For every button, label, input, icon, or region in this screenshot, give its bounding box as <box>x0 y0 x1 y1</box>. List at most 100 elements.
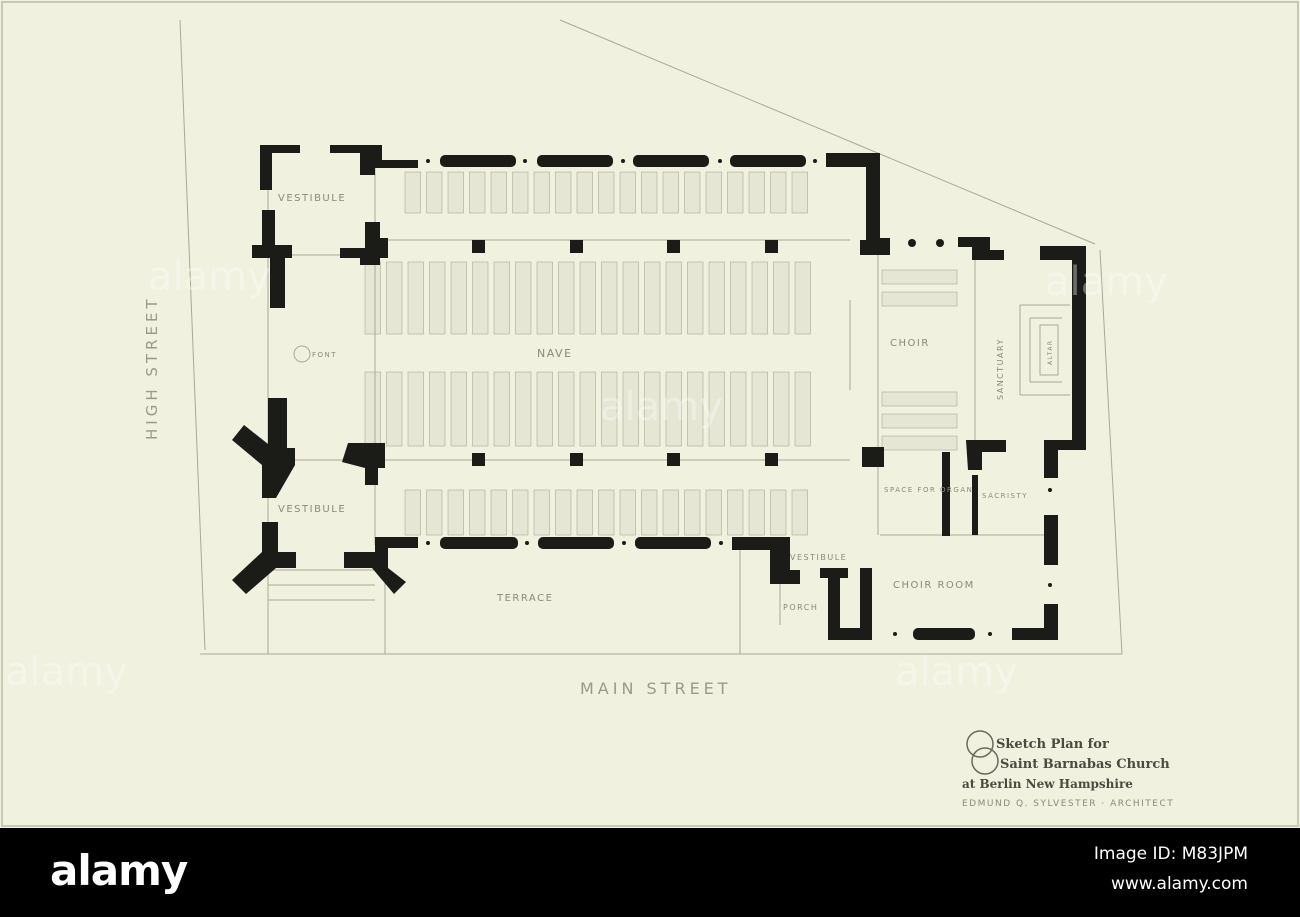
pew <box>364 261 381 335</box>
pew <box>684 171 701 214</box>
pew <box>472 261 489 335</box>
pew <box>644 261 661 335</box>
pew <box>450 261 467 335</box>
pew <box>407 371 424 447</box>
pew <box>727 489 744 536</box>
title-block: Sketch Plan for Saint Barnabas Church at… <box>962 730 1174 809</box>
pew <box>601 371 618 447</box>
pew <box>555 489 572 536</box>
label-porch: PORCH <box>783 603 818 612</box>
pew <box>493 261 510 335</box>
pew <box>512 489 529 536</box>
label-sacristy: SACRISTY <box>982 492 1028 500</box>
choir-stall <box>881 391 958 407</box>
window-marks <box>426 159 1081 636</box>
watermarks: alamy alamy alamy alamy alamy <box>5 254 1168 695</box>
watermark: alamy <box>148 254 271 300</box>
pew <box>770 489 787 536</box>
pew <box>641 489 658 536</box>
pew <box>751 371 768 447</box>
title-credit: EDMUND Q. SYLVESTER · ARCHITECT <box>962 799 1174 809</box>
watermark: alamy <box>1045 259 1168 305</box>
label-vestibule-south: VESTIBULE <box>278 504 346 515</box>
street-label-left: HIGH STREET <box>143 295 161 440</box>
footer-bar: alamy Image ID: M83JPM www.alamy.com <box>0 828 1300 917</box>
pew <box>579 261 596 335</box>
floor-plan: VESTIBULE VESTIBULE FONT NAVE CHOIR SANC… <box>1 1 1299 827</box>
choir-stall <box>881 291 958 307</box>
watermark: alamy <box>895 649 1018 695</box>
pew <box>748 489 765 536</box>
label-font: FONT <box>312 351 337 359</box>
pew <box>662 489 679 536</box>
label-vestibule-east: VESTIBULE <box>790 553 847 562</box>
pew <box>533 489 550 536</box>
pew <box>598 171 615 214</box>
pew <box>665 261 682 335</box>
pews <box>364 171 958 536</box>
label-choir: CHOIR <box>890 338 930 349</box>
title-line-3: at Berlin New Hampshire <box>962 777 1133 791</box>
pew <box>705 171 722 214</box>
pew <box>536 261 553 335</box>
pew <box>450 371 467 447</box>
pew <box>426 489 443 536</box>
choir-stall <box>881 413 958 429</box>
label-altar: ALTAR <box>1047 339 1054 365</box>
pew <box>576 171 593 214</box>
pew <box>404 489 421 536</box>
pew <box>558 261 575 335</box>
title-line-2: Saint Barnabas Church <box>1000 757 1170 772</box>
pew <box>469 171 486 214</box>
pew <box>386 261 403 335</box>
pew <box>601 261 618 335</box>
pew <box>469 489 486 536</box>
pew <box>364 371 381 447</box>
pew <box>791 489 808 536</box>
pew <box>687 261 704 335</box>
pew <box>727 171 744 214</box>
label-sanctuary: SANCTUARY <box>996 338 1005 400</box>
title-line-1: Sketch Plan for <box>996 737 1109 752</box>
pew <box>665 371 682 447</box>
pew <box>705 489 722 536</box>
pew <box>490 171 507 214</box>
pew <box>515 371 532 447</box>
pew <box>748 171 765 214</box>
image-id-label: Image ID: M83JPM <box>1093 844 1248 864</box>
label-vestibule-north: VESTIBULE <box>278 193 346 204</box>
brand-logo[interactable]: alamy <box>50 846 188 895</box>
pew <box>447 489 464 536</box>
pew <box>708 261 725 335</box>
pew <box>404 171 421 214</box>
pew <box>426 171 443 214</box>
site-url-link[interactable]: www.alamy.com <box>1110 874 1248 894</box>
walls <box>232 145 1086 640</box>
pew <box>641 171 658 214</box>
pew <box>490 489 507 536</box>
street-label-bottom: MAIN STREET <box>580 679 732 698</box>
label-choir-room: CHOIR ROOM <box>893 580 975 591</box>
pew <box>558 371 575 447</box>
pew <box>794 261 811 335</box>
site-lines <box>179 19 1123 655</box>
pew <box>579 371 596 447</box>
pew <box>598 489 615 536</box>
sheet-border <box>1 1 1299 827</box>
pew <box>536 371 553 447</box>
pew <box>407 261 424 335</box>
pew <box>730 371 747 447</box>
title-ornament-icon <box>966 730 994 758</box>
pew <box>773 261 790 335</box>
pew <box>708 371 725 447</box>
pew <box>773 371 790 447</box>
pew <box>512 171 529 214</box>
pew <box>619 171 636 214</box>
pew <box>622 371 639 447</box>
label-terrace: TERRACE <box>496 593 553 604</box>
pew <box>662 171 679 214</box>
pew <box>794 371 811 447</box>
pew <box>622 261 639 335</box>
title-ornament-icon-2 <box>971 747 999 775</box>
pew <box>576 489 593 536</box>
